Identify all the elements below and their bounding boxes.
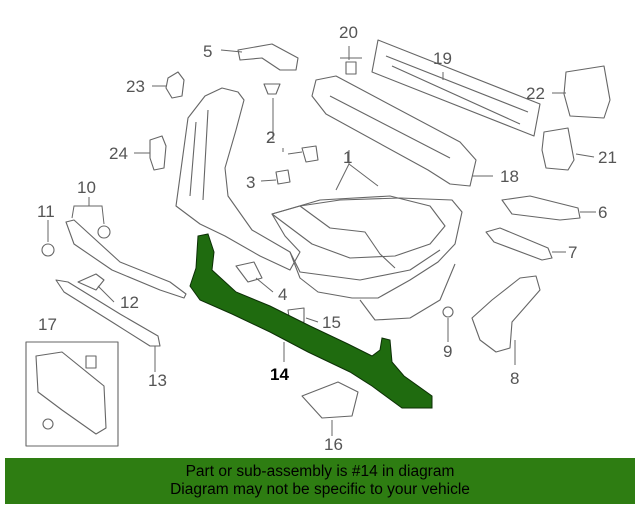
part-8-bracket [471, 275, 541, 353]
callout-3: 3 [246, 173, 255, 192]
callout-22: 22 [526, 84, 545, 103]
bumper-lower-edge [289, 249, 441, 281]
callout-11: 11 [37, 202, 55, 221]
callout-10: 10 [77, 178, 96, 197]
callout-2-upper: 2 [266, 128, 275, 147]
part-2-clip-upper [263, 83, 281, 95]
bumper-grille-opening [271, 195, 446, 259]
banner-line-1: Part or sub-assembly is #14 in diagram [185, 463, 455, 480]
parts-diagram: 1 2 2 3 4 5 6 7 8 9 10 11 12 13 14 15 16… [25, 23, 617, 454]
part-10-molding [65, 219, 187, 299]
callout-4: 4 [278, 285, 287, 304]
callout-19: 19 [433, 49, 452, 68]
banner-line-2: Diagram may not be specific to your vehi… [170, 481, 470, 498]
callout-21: 21 [598, 148, 617, 167]
part-13-strip [55, 279, 161, 347]
callout-20: 20 [339, 23, 358, 42]
callout-2-lower: 2 [266, 128, 275, 147]
part-17-clip [85, 355, 97, 369]
bumper-cover [175, 87, 463, 299]
part-22-bracket [563, 65, 611, 119]
callout-23: 23 [126, 77, 145, 96]
callout-6: 6 [598, 203, 607, 222]
part-14-bracket-highlighted [189, 233, 433, 409]
part-11-nut [41, 243, 55, 257]
bracket-5 [237, 43, 299, 71]
part-10-clip [97, 225, 111, 239]
part-2-clip-lower [301, 145, 319, 163]
part-4-trim [235, 261, 263, 283]
part-20-bolt [340, 57, 362, 75]
info-banner: Part or sub-assembly is #14 in diagram D… [5, 458, 635, 504]
callout-1: 1 [343, 148, 352, 167]
part-23-clip [165, 71, 185, 99]
callout-12: 12 [120, 293, 139, 312]
callout-16: 16 [324, 435, 343, 454]
callout-14: 14 [270, 365, 289, 384]
callout-15: 15 [322, 313, 341, 332]
part-17-box [25, 341, 119, 447]
callout-7: 7 [568, 243, 577, 262]
part-17-bracket [35, 351, 107, 435]
part-16-garnish [301, 381, 359, 419]
bumper-inner-line [189, 109, 456, 321]
callout-18: 18 [500, 167, 519, 186]
callout-5: 5 [203, 42, 212, 61]
part-9-clip [442, 306, 454, 318]
callout-8: 8 [510, 369, 519, 388]
part-6-bracket [501, 195, 581, 221]
part-3-block [275, 169, 291, 185]
part-12-garnish [77, 273, 105, 291]
energy-absorber [311, 75, 477, 187]
callout-13: 13 [148, 371, 167, 390]
part-24-sensor [149, 135, 167, 171]
part-7-bracket [485, 227, 553, 261]
part-21-bracket [541, 127, 575, 171]
callout-24: 24 [109, 144, 128, 163]
part-17-bolt [42, 418, 54, 430]
reinforcement-beam [371, 39, 541, 137]
callout-17: 17 [38, 315, 57, 334]
callout-9: 9 [443, 342, 452, 361]
